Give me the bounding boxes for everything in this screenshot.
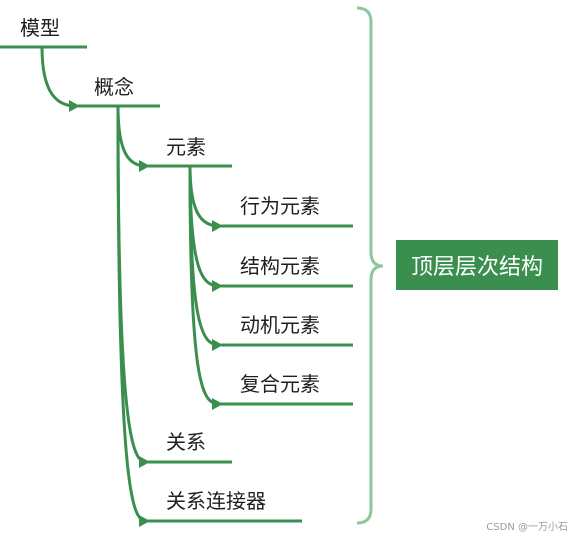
node-root: 模型 [20,16,60,40]
edge-root-concept [40,46,77,108]
node-behavior-element: 行为元素 [240,194,320,218]
arrow-composite [212,398,223,410]
node-concept: 概念 [94,75,134,99]
arrow-structure [212,280,223,292]
edge-concept-element [116,105,147,168]
arrow-motivation [212,339,223,351]
arrow-behavior [212,220,223,232]
summary-brace [356,6,384,525]
arrow-relation [139,456,150,468]
node-relation: 关系 [166,430,206,454]
node-relation-connector: 关系连接器 [166,489,266,513]
arrow-concept [69,100,80,112]
arrow-element [139,160,150,172]
edge-element-behavior [188,165,220,228]
node-structure-element: 结构元素 [240,254,320,278]
arrow-connector [139,515,150,527]
summary-topic: 顶层层次结构 [396,240,558,290]
watermark: CSDN @一万小石 [486,522,568,533]
node-element: 元素 [166,135,206,159]
node-motivation-element: 动机元素 [240,313,320,337]
node-composite-element: 复合元素 [240,372,320,396]
